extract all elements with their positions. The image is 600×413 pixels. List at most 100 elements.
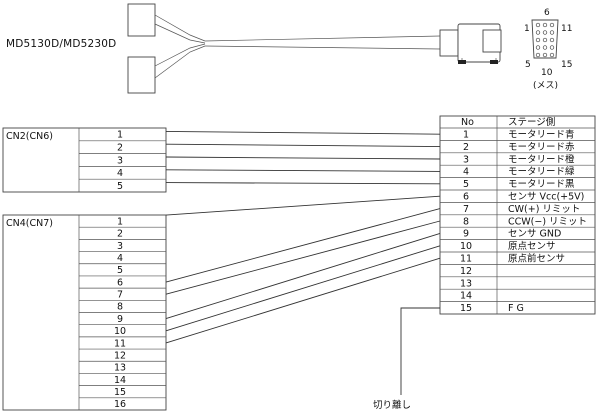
dsub-nut-right — [490, 60, 498, 64]
stage-table-header-no: No — [461, 117, 474, 128]
connector-pin-hole — [542, 30, 548, 35]
connector-pin-hole — [549, 37, 555, 43]
wire-cn2-5 — [165, 182, 441, 185]
pin-label-15: 15 — [561, 60, 572, 70]
pin-label-11: 11 — [561, 24, 572, 34]
connector-pin-hole — [542, 22, 548, 28]
wire-cn4-6-to-7 — [165, 208, 441, 283]
fg-cutoff-lead — [400, 307, 440, 395]
stage-table-name: センサ Vcc(+5V) — [508, 192, 584, 203]
connector-pin-hole — [542, 37, 548, 43]
connector-pin-hole — [535, 30, 541, 35]
connector-pin-hole — [542, 45, 548, 50]
cable-illustration: MD5130D/MD5230D — [6, 3, 502, 94]
wire-cn4-9-to-9 — [165, 232, 441, 320]
cn4-pin-number: 6 — [117, 277, 123, 288]
cn4-pin-number: 10 — [114, 326, 126, 337]
stage-table-name: モータリード緑 — [508, 166, 575, 178]
pin-label-10: 10 — [541, 68, 553, 78]
model-label: MD5130D/MD5230D — [6, 38, 116, 50]
stage-table-rows: 1 モータリード青 2 モータリード赤 3 モータリード橙 4 モータリード緑 5 モータリード黒… — [440, 127, 595, 314]
wire-cn4-1-to-6 — [165, 195, 441, 216]
cn4-pin-number: 9 — [117, 314, 123, 325]
stage-table-name: モータリード橙 — [508, 153, 575, 165]
stage-table-no: 12 — [460, 266, 472, 277]
connector-pin-hole — [535, 52, 541, 58]
cn4-title: CN4(CN7) — [6, 218, 53, 229]
wires — [165, 130, 441, 344]
connector-gender-caption: (メス) — [533, 81, 558, 91]
stage-table-no: 7 — [463, 204, 469, 215]
cn2-outline — [2, 127, 167, 193]
stage-table-no: 11 — [460, 254, 472, 265]
cable-wire-lower-b — [154, 45, 206, 79]
cable-wire-upper-b — [154, 23, 206, 44]
stage-table-no: 4 — [463, 167, 469, 178]
wire-cn4-11-to-11 — [165, 257, 441, 344]
stage-table-no: 6 — [463, 192, 469, 203]
cn2-pin-number: 2 — [117, 143, 123, 154]
stage-table-no: 1 — [463, 130, 469, 141]
cable-wire-lower-a — [154, 43, 206, 67]
stage-table-name: モータリード黒 — [508, 179, 575, 190]
dsub-boot — [439, 29, 459, 57]
cn4-pin-number: 11 — [114, 338, 126, 349]
stage-table-name: CW(+) リミット — [508, 204, 580, 215]
stage-table-name: モータリード青 — [508, 129, 575, 141]
cable-main-top — [204, 35, 441, 42]
cn4-pin-number: 1 — [117, 216, 123, 227]
cn2-pin-number: 5 — [117, 181, 123, 192]
cable-main-bottom — [204, 45, 441, 50]
connector-pin-hole — [549, 52, 555, 58]
wire-cn2-2 — [165, 143, 441, 148]
connector-pin-hole — [542, 52, 548, 58]
cn2-pin-number: 4 — [117, 168, 123, 179]
wire-cn4-10-to-10 — [165, 245, 441, 332]
dsub-nut-left — [458, 60, 466, 64]
cable-wire-upper-a — [154, 14, 206, 42]
stage-table-name: 原点センサ — [508, 241, 556, 252]
wire-cn4-7-to-8 — [165, 220, 441, 295]
stage-table-name: モータリード赤 — [508, 142, 575, 153]
stage-table-no: 2 — [463, 142, 469, 153]
cn4-pin-number: 13 — [114, 363, 126, 374]
cn2-title: CN2(CN6) — [6, 131, 53, 142]
connector-pin-hole — [535, 22, 541, 28]
cn4-pin-number: 4 — [117, 253, 123, 264]
stage-table-no: 3 — [463, 154, 469, 165]
cn4-pin-number: 3 — [117, 241, 123, 252]
stage-table-no: 5 — [463, 179, 469, 190]
wire-cn2-4 — [165, 169, 441, 172]
connector-pin-hole — [549, 30, 555, 35]
wire-cn2-3 — [165, 156, 441, 160]
stage-table-header-name: ステージ側 — [508, 116, 555, 128]
connector-pin-hole — [549, 22, 555, 28]
cn4-pin-number: 7 — [117, 290, 123, 301]
stage-table-name: CCW(−) リミット — [508, 216, 587, 227]
cn2-pin-number: 3 — [117, 155, 123, 166]
cn4-pin-number: 12 — [114, 350, 126, 361]
fg-cutoff: 切り離し — [373, 307, 440, 411]
stage-table-no: 13 — [460, 278, 472, 289]
cn4-pin-number: 2 — [117, 229, 123, 240]
cn2-pin-number: 1 — [117, 130, 123, 141]
stage-table-no: 15 — [460, 303, 472, 314]
wire-cn2-1 — [165, 130, 441, 135]
connector-pin-hole — [535, 45, 541, 50]
stage-table-name: センサ GND — [508, 229, 561, 240]
cable-plug-lower — [127, 56, 156, 94]
connector-pin-hole — [549, 45, 555, 50]
stage-table-no: 14 — [460, 291, 472, 302]
stage-table-no: 10 — [460, 241, 472, 252]
connector-pin-hole — [535, 37, 541, 43]
connector-pin-holes — [535, 22, 555, 58]
pin-label-1: 1 — [524, 24, 530, 34]
stage-table-no: 9 — [463, 229, 469, 240]
dsub-face — [482, 29, 502, 53]
stage-table-no: 8 — [463, 216, 469, 227]
